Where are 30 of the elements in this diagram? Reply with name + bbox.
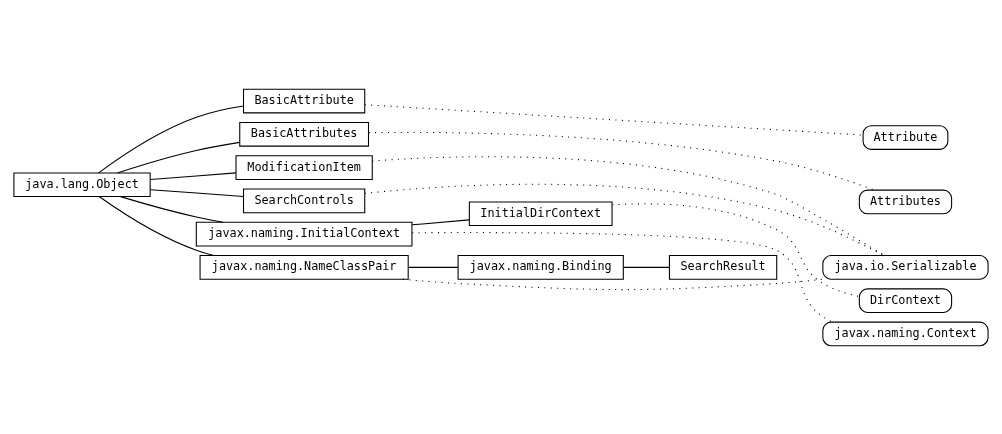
connector bbox=[98, 104, 244, 173]
connector bbox=[402, 278, 824, 290]
node-box: DirContext bbox=[858, 287, 953, 313]
connector bbox=[116, 141, 241, 173]
connector bbox=[622, 266, 670, 268]
connector bbox=[407, 266, 459, 268]
node-box: java.lang.Object bbox=[13, 171, 151, 197]
connector bbox=[98, 195, 215, 256]
node-box: InitialDirContext bbox=[468, 200, 613, 226]
node-box: java.io.Serializable bbox=[822, 254, 989, 280]
connector bbox=[411, 218, 470, 225]
connector bbox=[368, 131, 875, 190]
node-box: SearchControls bbox=[242, 188, 366, 213]
node-box: javax.naming.NameClassPair bbox=[199, 254, 409, 280]
connector bbox=[149, 188, 244, 197]
node-box: ModificationItem bbox=[235, 154, 373, 180]
connector bbox=[149, 171, 237, 180]
node-box: javax.naming.InitialContext bbox=[195, 221, 413, 246]
connector bbox=[611, 202, 860, 297]
connector bbox=[411, 231, 833, 323]
node-box: javax.naming.Context bbox=[822, 321, 989, 346]
connector bbox=[364, 103, 864, 136]
node-box: BasicAttribute bbox=[242, 88, 366, 113]
connector bbox=[364, 183, 885, 256]
node-box: BasicAttributes bbox=[239, 121, 370, 147]
node-box: SearchResult bbox=[668, 254, 778, 280]
node-box: Attributes bbox=[858, 189, 953, 214]
node-box: javax.naming.Binding bbox=[457, 254, 624, 280]
node-box: Attribute bbox=[862, 124, 949, 150]
connector bbox=[120, 195, 224, 223]
